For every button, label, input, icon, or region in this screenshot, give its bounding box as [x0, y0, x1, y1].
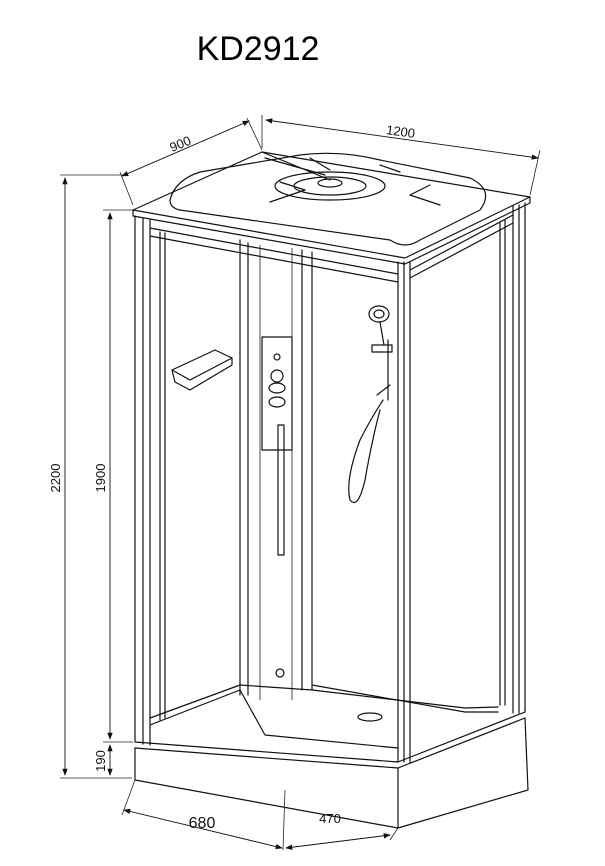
label-side-width: 470 — [319, 811, 341, 826]
tray-base — [134, 684, 529, 829]
hand-shower — [348, 305, 393, 504]
model-title: KD2912 — [197, 30, 320, 68]
frame — [134, 202, 526, 764]
roof — [132, 151, 531, 265]
label-total-height: 2200 — [48, 464, 63, 493]
dimension-lines — [60, 115, 541, 851]
control-panel — [261, 336, 293, 678]
label-base-height: 190 — [93, 750, 108, 772]
label-depth: 900 — [167, 133, 193, 155]
label-width: 1200 — [385, 122, 416, 141]
label-door-width: 680 — [189, 815, 216, 832]
label-glass-height: 1900 — [93, 464, 108, 493]
soap-shelf — [171, 349, 233, 391]
